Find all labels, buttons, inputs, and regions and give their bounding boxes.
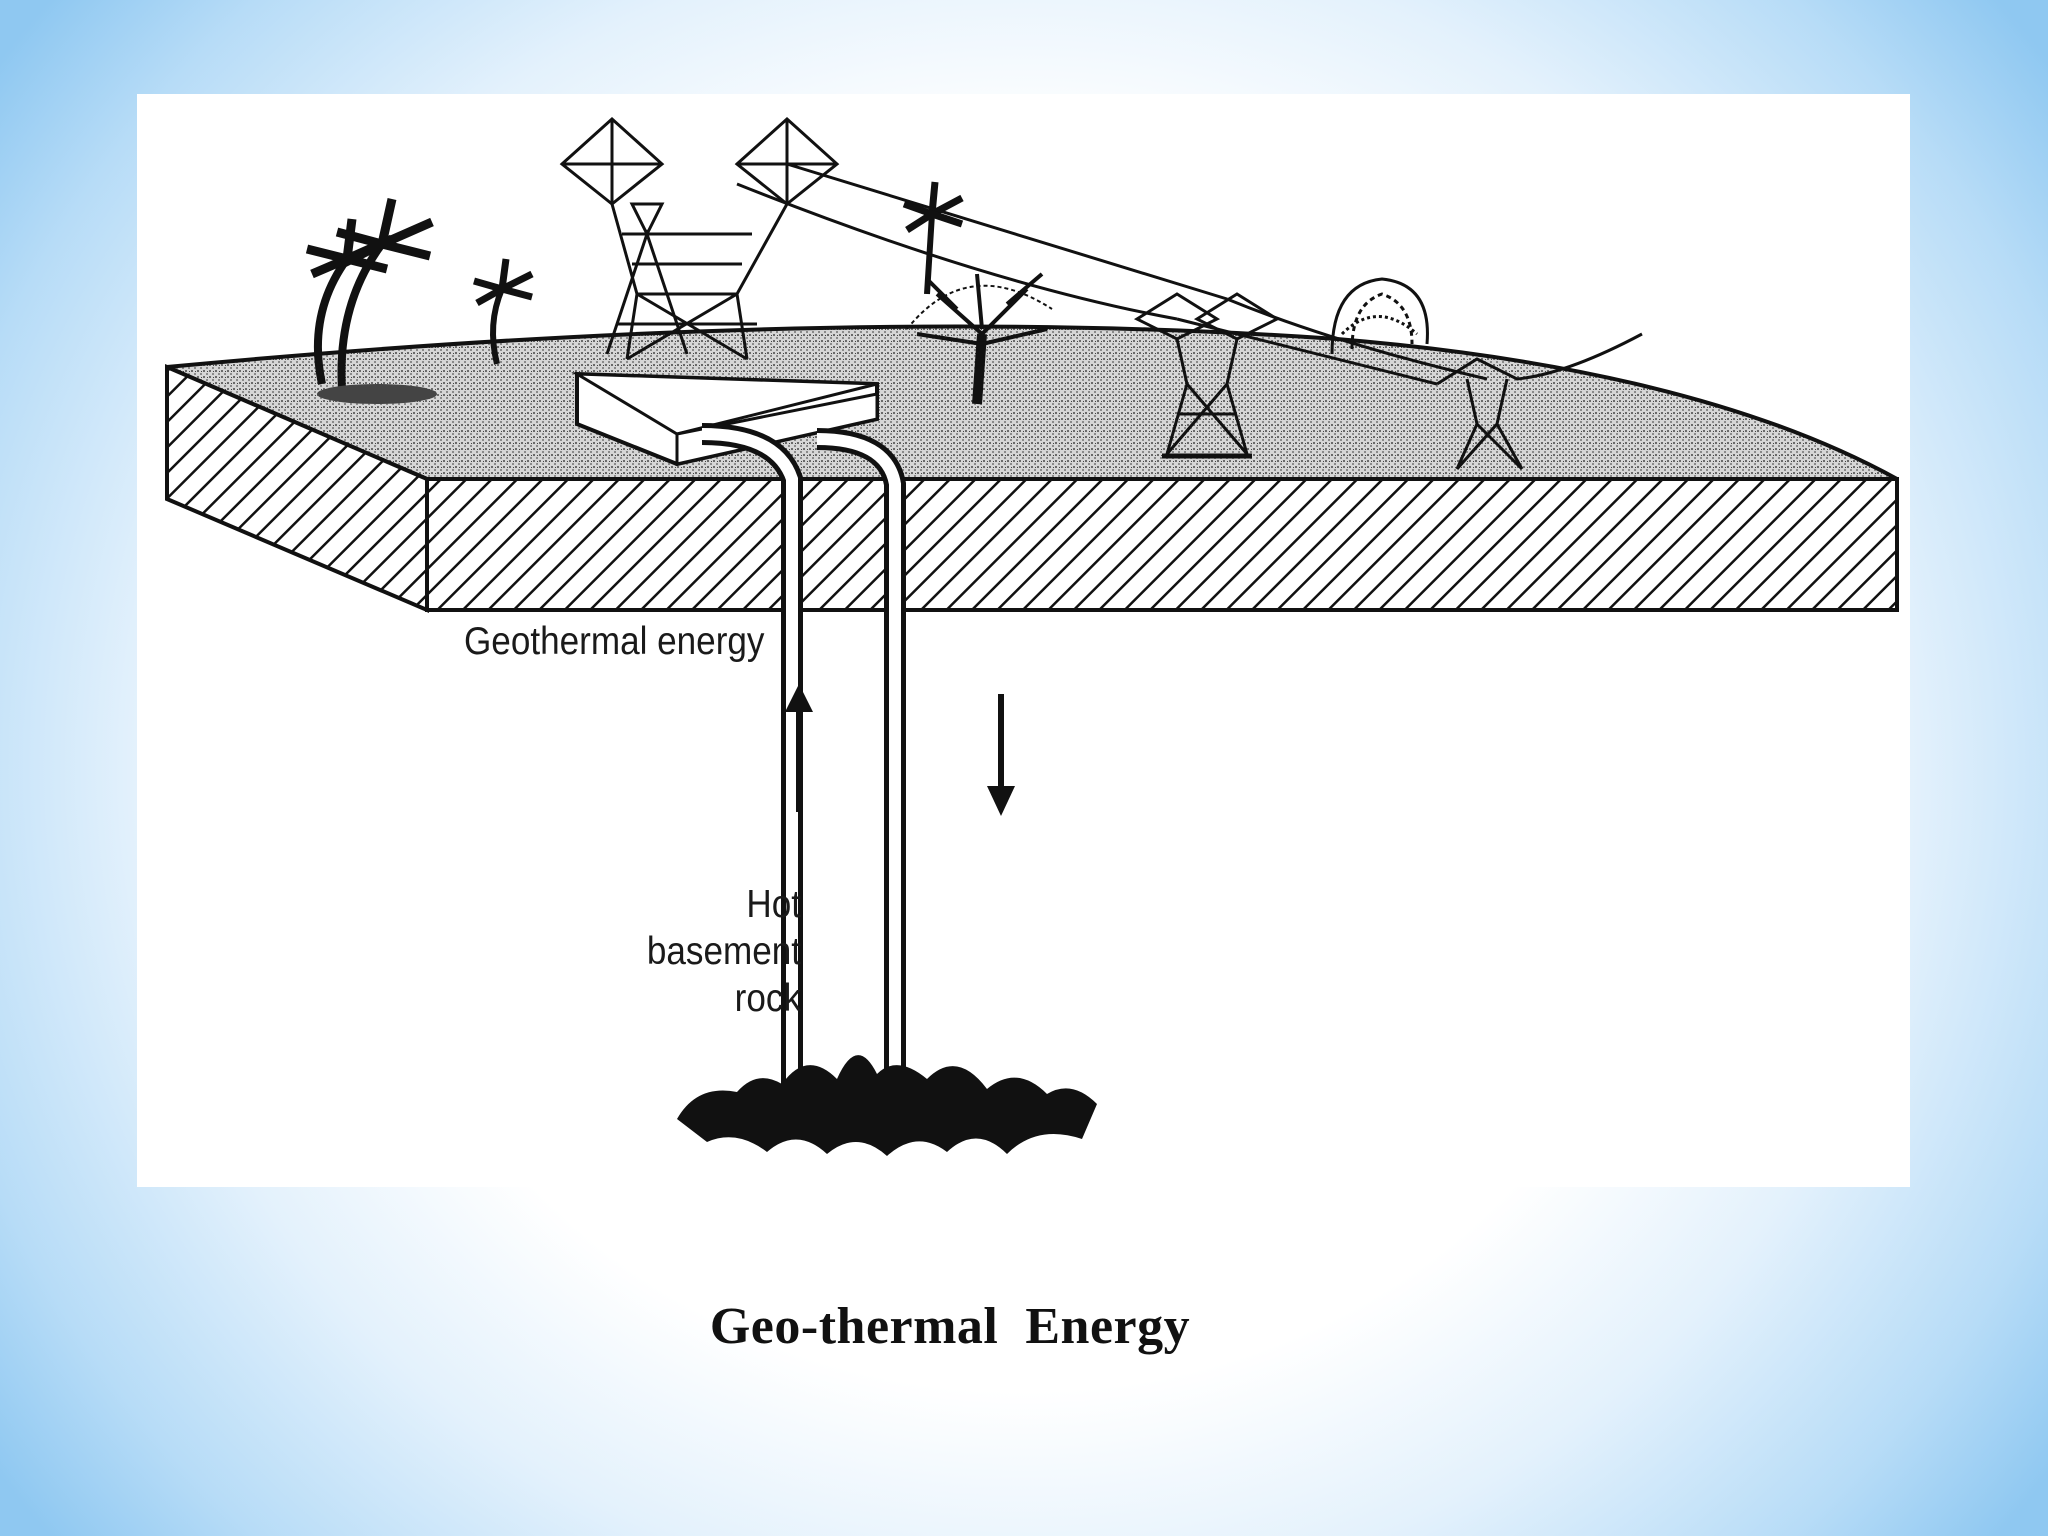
ground-surface [167,327,1897,480]
hot-basement-rock-label: Hot basement rock [639,881,801,1022]
geothermal-energy-label: Geothermal energy [464,620,764,664]
hot-basement-rock-line: rock [639,975,801,1022]
rock-layer-front [427,479,1897,610]
diagram-image: Geothermal energy Hot basement rock [137,94,1910,1187]
caption-text: Geo-thermal Energy [710,1298,1190,1355]
palm-tree-icon [904,182,962,294]
hot-basement-rock-line: Hot [639,881,801,928]
geothermal-diagram [137,94,1910,1187]
hot-basement-rock-line: basement [639,928,801,975]
slide-caption: Geo-thermal Energy [0,1297,1900,1356]
down-arrow-icon [987,694,1015,816]
heat-source-icon [677,1055,1097,1156]
transmission-tower-icon [562,119,837,359]
